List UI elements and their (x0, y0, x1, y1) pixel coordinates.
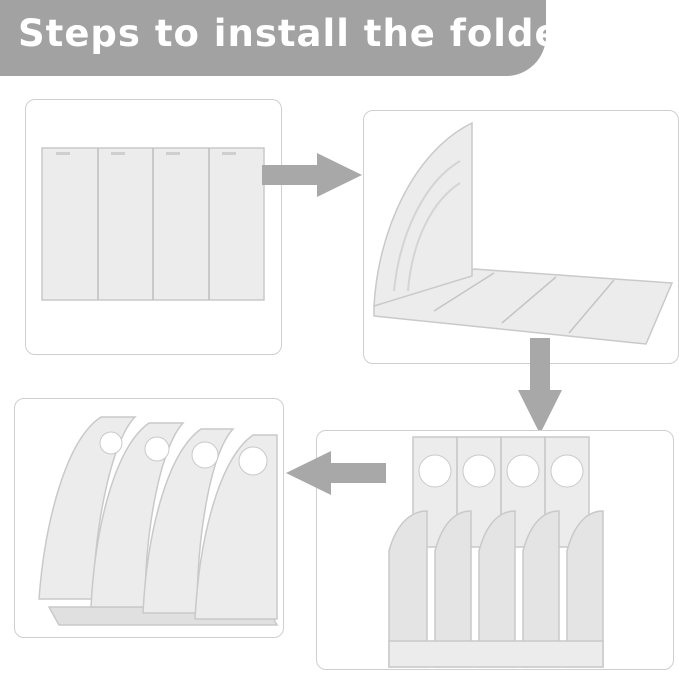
flat-board-illustration (41, 147, 265, 301)
arrow-left-icon (286, 451, 386, 495)
title-banner: Steps to install the folder (0, 0, 579, 76)
dividers-inserted-illustration (388, 436, 604, 668)
base-with-side-illustration (373, 121, 674, 345)
step-1-panel (25, 99, 282, 355)
assembled-folder-illustration (38, 416, 279, 626)
page-title: Steps to install the folder (18, 12, 580, 55)
step-4-panel (14, 398, 284, 638)
arrow-down-icon (518, 338, 562, 434)
arrow-right-icon (262, 153, 362, 197)
step-2-panel (363, 110, 679, 364)
